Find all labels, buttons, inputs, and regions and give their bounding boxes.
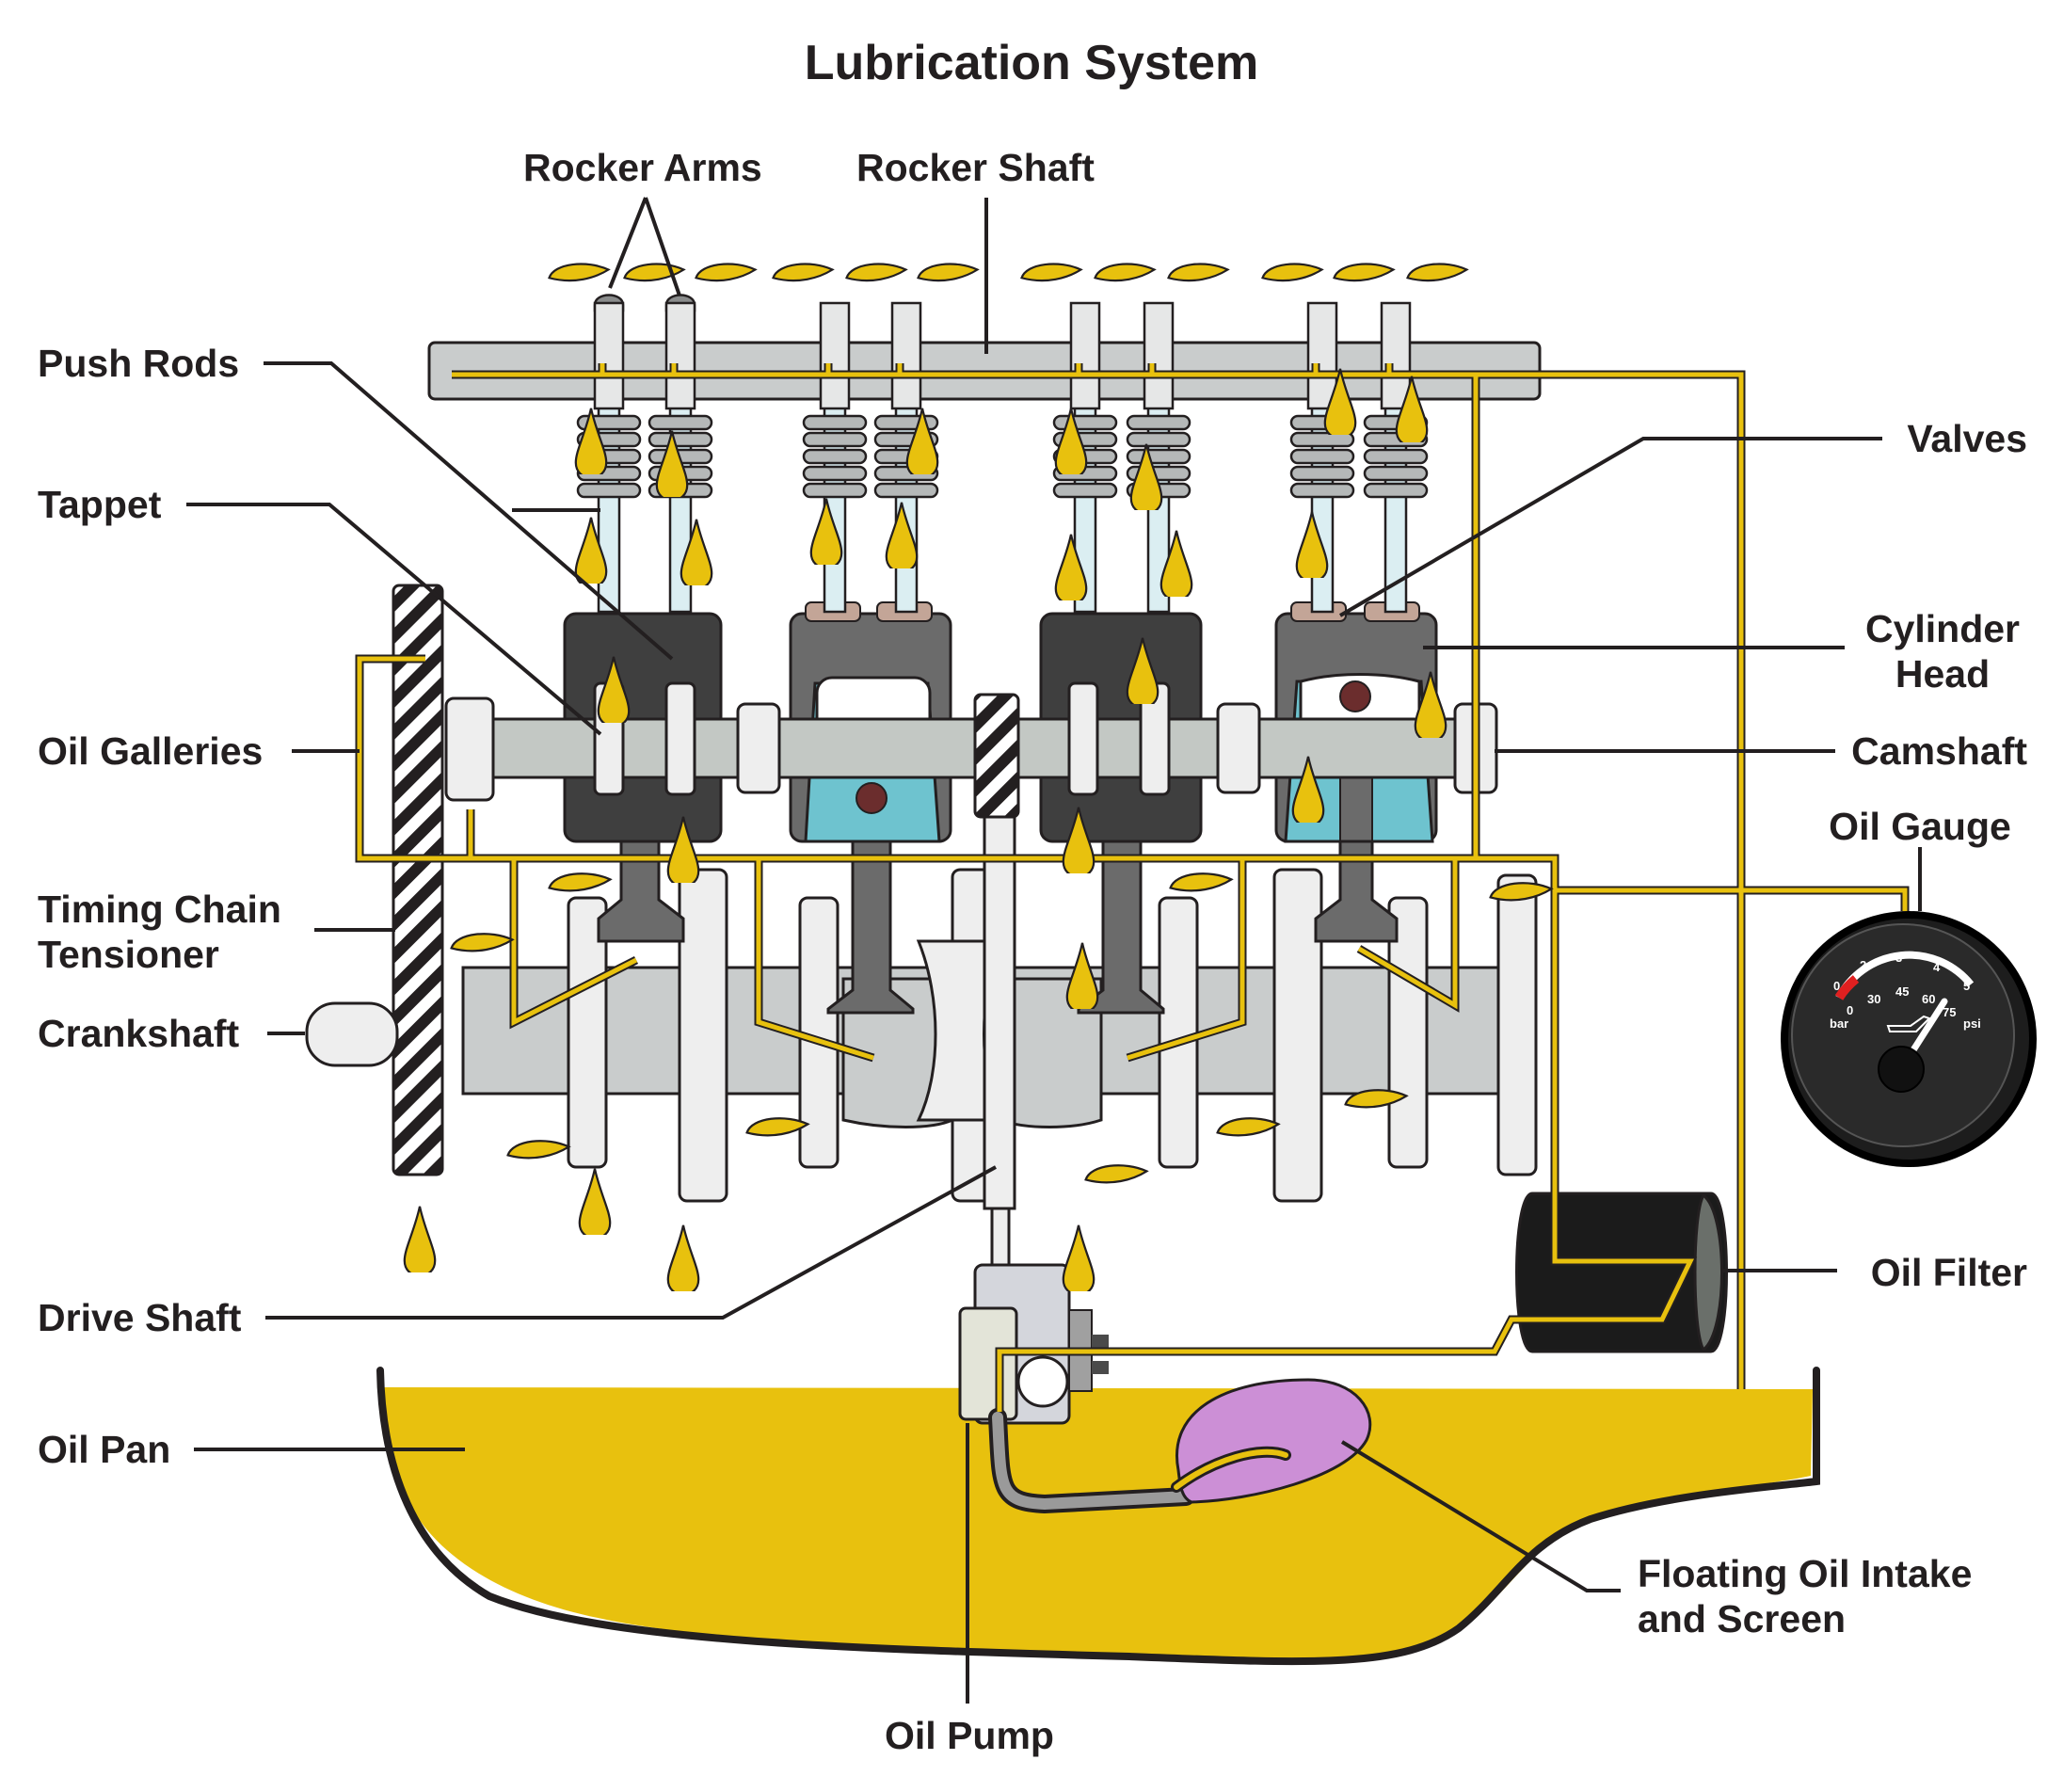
drive-gear xyxy=(973,693,1020,819)
diagram-title: Lubrication System xyxy=(805,36,1259,90)
gauge-unit-bar: bar xyxy=(1830,1016,1848,1031)
timing-chain xyxy=(392,584,444,1176)
oil-galleries xyxy=(355,363,1910,1412)
label-cylinder-head-line2: Head xyxy=(1895,652,1990,696)
label-tappet: Tappet xyxy=(38,483,162,526)
label-timing-chain-tensioner-line2: Tensioner xyxy=(38,933,219,976)
gauge-tick-psi-45: 45 xyxy=(1895,984,1909,999)
label-floating-oil-intake-line2: and Screen xyxy=(1638,1597,1846,1640)
drive-shaft xyxy=(983,815,1016,1267)
label-valves: Valves xyxy=(1907,417,2027,460)
label-push-rods: Push Rods xyxy=(38,342,239,385)
oil-pan xyxy=(376,1367,1820,1666)
label-oil-pump: Oil Pump xyxy=(885,1714,1054,1757)
label-rocker-shaft: Rocker Shaft xyxy=(856,146,1095,189)
floating-oil-intake-and-screen xyxy=(988,1378,1372,1514)
label-oil-pan: Oil Pan xyxy=(38,1428,170,1471)
valve-springs xyxy=(576,414,1429,499)
label-timing-chain-tensioner-line1: Timing Chain xyxy=(38,888,281,931)
gauge-unit-psi: psi xyxy=(1963,1016,1981,1031)
gauge-tick-bar-0: 0 xyxy=(1833,979,1840,993)
label-floating-oil-intake-line1: Floating Oil Intake xyxy=(1638,1552,1972,1595)
oil-filter xyxy=(1515,1192,1728,1353)
label-drive-shaft: Drive Shaft xyxy=(38,1296,242,1339)
gauge-tick-bar-5: 5 xyxy=(1963,979,1970,993)
gauge-tick-psi-75: 75 xyxy=(1943,1005,1956,1019)
gauge-tick-bar-4: 4 xyxy=(1933,960,1941,974)
label-oil-filter: Oil Filter xyxy=(1871,1251,2027,1294)
gauge-tick-bar-2: 2 xyxy=(1860,958,1866,972)
gauge-tick-psi-30: 30 xyxy=(1867,992,1880,1006)
label-crankshaft: Crankshaft xyxy=(38,1012,240,1055)
gauge-tick-bar-3: 3 xyxy=(1895,951,1902,965)
label-rocker-arms: Rocker Arms xyxy=(523,146,762,189)
rocker-arm-tips xyxy=(593,294,1412,410)
label-camshaft: Camshaft xyxy=(1851,729,2027,773)
oil-can-icon xyxy=(1886,1015,1931,1032)
gauge-tick-psi-0: 0 xyxy=(1847,1003,1853,1017)
crankshaft xyxy=(305,868,1538,1203)
label-oil-galleries: Oil Galleries xyxy=(38,729,263,773)
connecting-rods xyxy=(597,840,1399,1015)
leader-lines xyxy=(186,197,1922,1704)
gauge-needle-hub xyxy=(1878,1046,1925,1093)
oil-gauge: 0 2 3 4 5 0 30 45 60 75 bar psi xyxy=(1781,911,2037,1167)
label-oil-gauge: Oil Gauge xyxy=(1829,805,2011,848)
label-cylinder-head-line1: Cylinder xyxy=(1865,607,2020,650)
gauge-tick-psi-60: 60 xyxy=(1922,992,1935,1006)
